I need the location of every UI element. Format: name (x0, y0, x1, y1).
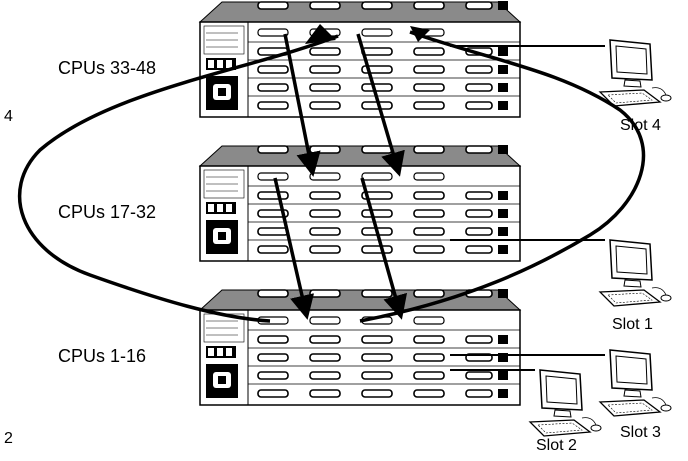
cpu-label-middle: CPUs 17-32 (58, 202, 157, 222)
slot-label-2: Slot 2 (536, 437, 577, 454)
loop-cable-right (359, 30, 646, 323)
switch-top (200, 1, 520, 117)
cascade-arrows (273, 33, 408, 320)
arrowhead-top-left (305, 24, 336, 44)
cutoff-number-lower: 2 (4, 430, 13, 447)
loop-cable-left (17, 34, 339, 323)
slot-label-3: Slot 3 (620, 424, 661, 441)
workstation-slot1 (599, 239, 672, 307)
cpu-label-top: CPUs 33-48 (58, 58, 157, 78)
workstation-slot3 (599, 349, 672, 417)
slot-label-4: Slot 4 (620, 117, 661, 134)
arrowhead-top-right (410, 26, 430, 42)
switch-bottom (200, 289, 520, 405)
switch-middle (200, 145, 520, 261)
slot-label-1: Slot 1 (612, 316, 653, 333)
workstation-slot4 (599, 39, 672, 107)
workstation-slot2 (529, 369, 602, 437)
cutoff-number-upper: 4 (4, 108, 13, 125)
cpu-label-bottom: CPUs 1-16 (58, 346, 147, 366)
